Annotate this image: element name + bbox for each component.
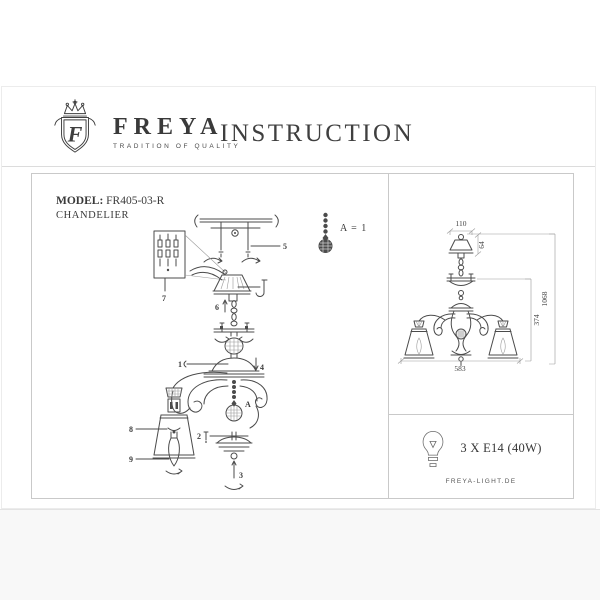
dimension-drawing: 110 64 xyxy=(397,219,556,373)
website-text: FREYA-LIGHT.DE xyxy=(445,477,517,485)
dim-total-height: 1068 xyxy=(467,233,556,365)
part-label-8: 8 xyxy=(129,425,133,434)
product-type: CHANDELIER xyxy=(56,210,130,222)
brand-name: FREYA xyxy=(113,114,224,140)
brand-tagline: TRADITION OF QUALITY xyxy=(113,143,241,150)
body-upper: 4 xyxy=(203,322,265,378)
header-divider xyxy=(2,166,595,167)
center-drop-crystal: A xyxy=(225,380,251,422)
bottom-assembly: 2 3 xyxy=(197,431,253,490)
spec-panel: 3 X E14 (40W) FREYA-LIGHT.DE xyxy=(389,415,573,498)
dim-583: 583 xyxy=(454,364,466,373)
part-1-leader: 1 xyxy=(178,360,229,369)
instruction-card: F FREYA TRADITION OF QUALITY INSTRUCTION xyxy=(1,86,596,509)
model-block: MODEL: FR405-03-R CHANDELIER xyxy=(56,194,164,223)
bulb-spec-text: 3 X E14 (40W) xyxy=(460,441,542,455)
crystal-legend: A = 1 xyxy=(318,212,367,254)
model-label: MODEL: xyxy=(56,195,104,207)
part-label-7: 7 xyxy=(162,294,166,303)
canopy xyxy=(189,266,268,302)
wiring-detail-box: 7 xyxy=(153,230,227,303)
assembly-panel: 5 7 xyxy=(31,173,389,499)
chandelier-drawing xyxy=(403,258,519,366)
crest-letter: F xyxy=(67,122,83,147)
scroll-arms xyxy=(171,371,268,429)
dim-canopy-height: 64 xyxy=(474,232,486,257)
chain-column: 6 xyxy=(215,299,238,327)
freya-logo: F FREYA TRADITION OF QUALITY xyxy=(50,98,240,162)
bulb-spec-row: 3 X E14 (40W) xyxy=(420,429,541,469)
assembly-diagram: 5 7 xyxy=(129,214,287,490)
dimensions-panel: 110 64 xyxy=(389,174,573,415)
model-number: FR405-03-R xyxy=(106,195,165,207)
dim-374: 374 xyxy=(532,314,541,326)
dim-1068: 1068 xyxy=(540,291,549,306)
content-panels: 5 7 xyxy=(31,173,574,499)
part-label-A: A xyxy=(245,400,251,409)
freya-crest-icon: F xyxy=(54,99,96,153)
legend-text: A = 1 xyxy=(340,223,368,234)
page-title: INSTRUCTION xyxy=(220,120,415,147)
dim-110: 110 xyxy=(456,219,467,228)
right-column: 110 64 xyxy=(389,173,574,499)
dim-width: 583 xyxy=(397,358,524,373)
part-label-1: 1 xyxy=(178,360,182,369)
canopy-drawing xyxy=(448,234,474,259)
dim-body-height: 374 xyxy=(477,278,541,362)
part-label-3: 3 xyxy=(239,471,243,480)
part-label-9: 9 xyxy=(129,455,133,464)
arm-socket-shade: 8 9 xyxy=(129,387,196,475)
part-label-5: 5 xyxy=(283,242,287,251)
light-bulb-icon xyxy=(423,430,444,467)
part-label-6: 6 xyxy=(215,303,219,312)
dim-64: 64 xyxy=(477,241,486,249)
crystal-bead-icon xyxy=(318,212,333,253)
logo-text: FREYA TRADITION OF QUALITY xyxy=(113,115,240,150)
footer-strip xyxy=(0,509,600,600)
part-label-4: 4 xyxy=(260,363,264,372)
part-label-2: 2 xyxy=(197,432,201,441)
dim-canopy-width: 110 xyxy=(446,219,476,235)
ceiling-mount: 5 xyxy=(194,214,287,264)
